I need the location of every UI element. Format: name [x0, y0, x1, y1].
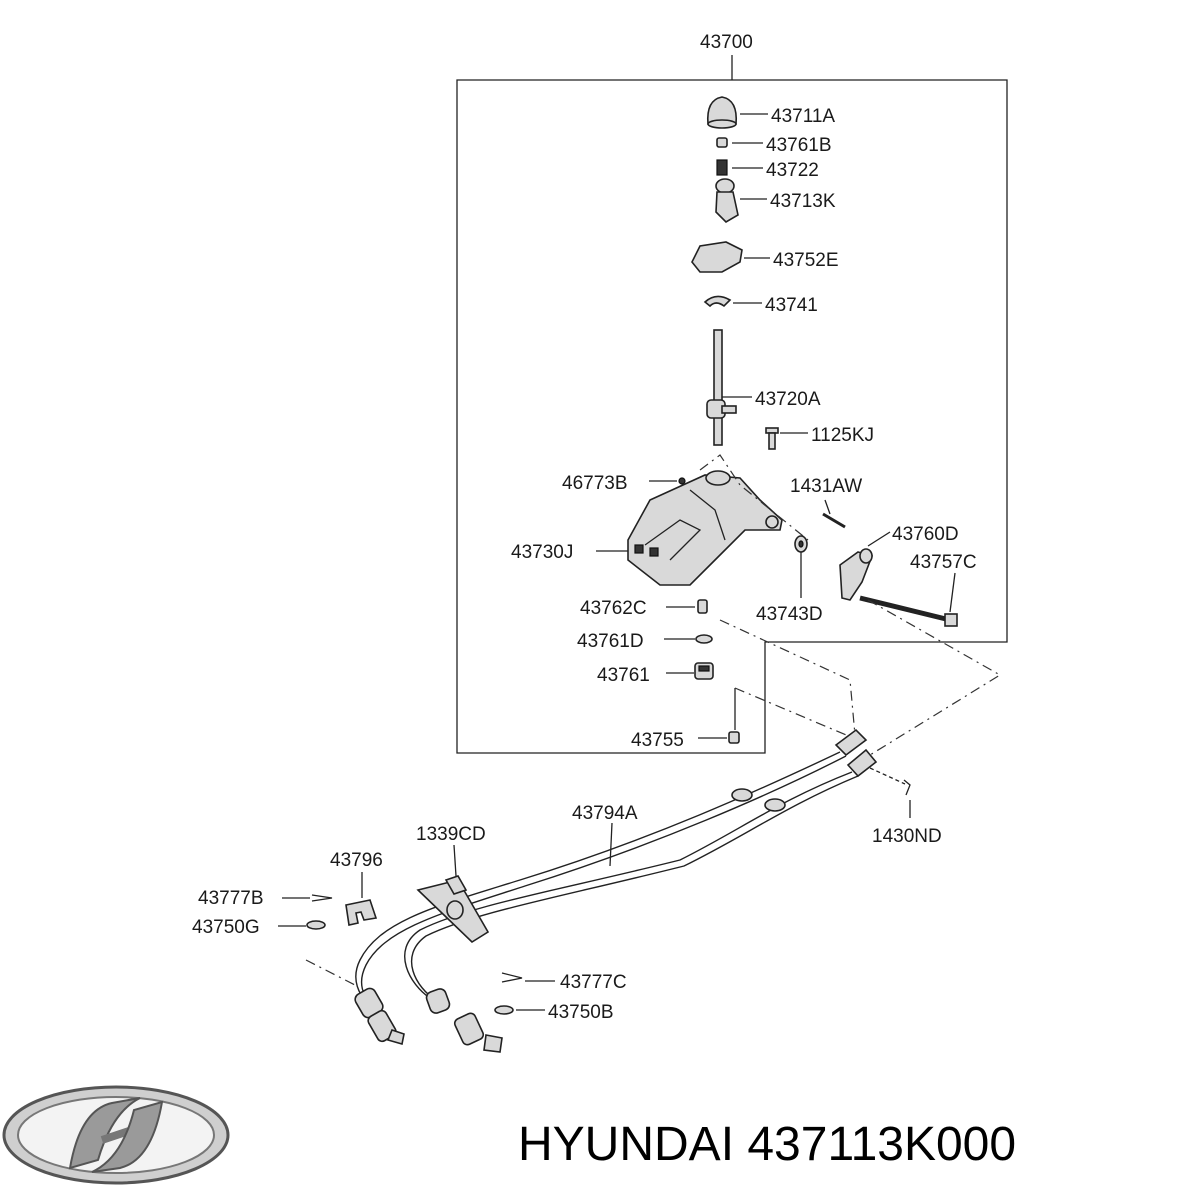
label-43777c: 43777C [560, 972, 627, 993]
pin-43777b [311, 894, 333, 902]
label-43755: 43755 [631, 730, 684, 751]
label-43713k: 43713K [770, 191, 836, 212]
label-lever: 43720A [755, 389, 821, 410]
bracket-part [691, 241, 743, 273]
dash-line-2 [867, 599, 1002, 756]
spring-part [716, 159, 728, 176]
leader-1339cd [453, 844, 457, 877]
clip-43755 [728, 731, 740, 744]
cap-part [716, 137, 728, 148]
label-43760d: 43760D [892, 524, 959, 545]
dash-line-4 [699, 454, 809, 541]
shift-knob [706, 96, 738, 129]
label-43761: 43761 [597, 665, 650, 686]
washer-43750g [306, 920, 326, 930]
cable-end-upper [834, 728, 878, 778]
hyundai-logo [2, 1085, 230, 1185]
label-1430nd: 1430ND [872, 826, 942, 847]
lever-bracket-43760d [839, 548, 874, 601]
assembly-frame [456, 79, 1008, 754]
shift-cables [355, 751, 859, 1009]
pin-part [822, 512, 846, 529]
leader-pin [824, 499, 831, 515]
pin-1430nd [903, 779, 911, 796]
label-46773b: 46773B [562, 473, 628, 494]
label-base: 43730J [511, 542, 573, 563]
bolt-part [765, 427, 779, 450]
pin-43777c [501, 972, 523, 983]
label-43762c: 43762C [580, 598, 647, 619]
label-bolt: 1125KJ [811, 425, 874, 446]
label-43743d: 43743D [756, 604, 823, 625]
retainer-43796 [345, 899, 378, 926]
grommet-plate [416, 879, 490, 944]
label-43750b: 43750B [548, 1002, 614, 1023]
leader-43757c [949, 572, 956, 613]
label-43757c: 43757C [910, 552, 977, 573]
washer-43761d [695, 634, 713, 644]
cable-end-left [354, 987, 405, 1046]
dash-43750g [305, 959, 356, 986]
label-43777b: 43777B [198, 888, 264, 909]
caption: HYUNDAI 437113K000 [518, 1118, 1016, 1171]
washer-43750b [494, 1005, 514, 1015]
label-43750g: 43750G [192, 917, 260, 938]
label-43752e: 43752E [773, 250, 839, 271]
shift-lever [706, 329, 737, 446]
bushing-43743d [794, 535, 808, 553]
label-43796: 43796 [330, 850, 383, 871]
label-assembly: 43700 [700, 32, 753, 53]
collar-43762c [697, 599, 708, 614]
label-1339cd: 1339CD [416, 824, 486, 845]
shifter-base [627, 470, 783, 586]
clip-1339cd [444, 875, 468, 895]
dash-line-3 [734, 687, 859, 741]
dash-line-1 [719, 619, 856, 736]
leader-43760d [867, 531, 891, 547]
label-43761b: 43761B [766, 135, 832, 156]
bushing-43761 [694, 662, 714, 680]
label-43761d: 43761D [577, 631, 644, 652]
leader-cable [609, 822, 613, 867]
label-spring: 43722 [766, 160, 819, 181]
leader-1430nd-dash [869, 767, 906, 785]
snap-ring-part [703, 295, 732, 308]
label-pin: 1431AW [790, 476, 862, 497]
label-ring: 43741 [765, 295, 818, 316]
label-cable: 43794A [572, 803, 638, 824]
seal-part [678, 477, 686, 485]
bushing-part [715, 178, 739, 224]
label-knob: 43711A [771, 106, 835, 127]
cable-end-right [425, 988, 503, 1053]
long-bolt-43757c [859, 595, 958, 627]
